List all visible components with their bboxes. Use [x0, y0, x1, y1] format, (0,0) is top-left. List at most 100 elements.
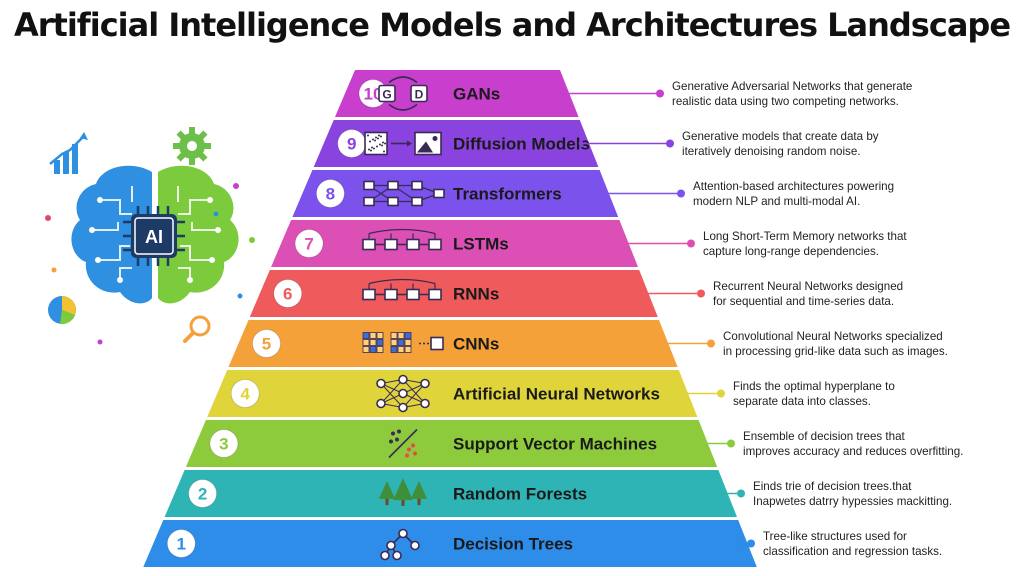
brain-icon: [71, 165, 239, 304]
connector-end-dot: [656, 89, 664, 98]
description-line: realistic data using two competing netwo…: [672, 94, 899, 108]
connector-end-dot: [687, 239, 695, 248]
description-line: separate data into classes.: [733, 394, 871, 408]
layer-number-badge: [251, 329, 281, 358]
ai-chip-icon: AI: [123, 206, 185, 266]
connector-start-dot: [618, 241, 624, 246]
layer-band: [271, 220, 639, 267]
layer-description: Generative Adversarial Networks that gen…: [672, 79, 912, 109]
layer-band: [249, 270, 658, 317]
layer-name: Artificial Neural Networks: [453, 385, 660, 404]
svm-icon: [388, 428, 418, 459]
bar-chart-icon: [49, 132, 88, 174]
pyramid-layer-9: 9 Diffusion Models: [313, 120, 674, 167]
layer-name: GANs: [453, 85, 500, 104]
layer-number-badge: [188, 479, 218, 508]
transformer-icon: [363, 180, 445, 207]
layer-name: CNNs: [453, 335, 499, 354]
discriminator-label: D: [415, 88, 424, 102]
layer-number-badge: [273, 279, 303, 308]
description-line: Finds the optimal hyperplane to: [733, 379, 895, 393]
lstm-icon: [362, 228, 442, 251]
connector-start-dot: [697, 441, 703, 446]
layer-number: 2: [198, 485, 207, 504]
layer-number: 10: [364, 85, 383, 104]
diffusion-icon: [364, 131, 442, 156]
tree-icon: [380, 528, 420, 561]
description-line: Attention-based architectures powering: [693, 179, 895, 193]
layer-number: 7: [304, 235, 313, 254]
layer-number-badge: [294, 229, 324, 258]
description-line: improves accuracy and reduces overfittin…: [743, 444, 964, 458]
layer-band: [334, 70, 579, 117]
forest-icon: [378, 478, 428, 506]
rnn-icon: [362, 278, 442, 301]
description-line: Convolutional Neural Networks specialize…: [723, 329, 943, 343]
cnn-icon: [362, 332, 444, 353]
layer-name: LSTMs: [453, 235, 509, 254]
description-line: modern NLP and multi-modal AI.: [693, 194, 861, 208]
layer-band: [185, 420, 718, 467]
layer-name: Decision Trees: [453, 535, 573, 554]
connector-start-dot: [638, 291, 644, 296]
page-title: Artificial Intelligence Models and Archi…: [13, 6, 1011, 44]
layer-name: Support Vector Machines: [453, 435, 657, 454]
connector-end-dot: [747, 539, 755, 548]
connector-start-dot: [737, 541, 743, 546]
description-line: classification and regression tasks.: [763, 544, 943, 558]
description-line: Recurrent Neural Networks designed: [713, 279, 904, 293]
connector-end-dot: [666, 139, 674, 148]
pyramid-layer-8: 8 Transformers: [292, 170, 685, 217]
ann-icon: [376, 374, 430, 413]
layer-band: [207, 370, 698, 417]
connector-end-dot: [677, 189, 685, 198]
description-line: capture long-range dependencies.: [703, 244, 879, 258]
pyramid-layer-5: 5 CNNs: [228, 320, 715, 367]
layer-number: 8: [326, 185, 335, 204]
connector-start-dot: [677, 391, 683, 396]
layer-number-badge: [230, 379, 260, 408]
description-line: Einds trie of decision trees.that: [753, 479, 912, 493]
connector-start-dot: [657, 341, 663, 346]
layer-number: 5: [262, 335, 271, 354]
description-line: Generative models that create data by: [682, 129, 879, 143]
layer-band: [228, 320, 678, 367]
connector-end-dot: [737, 489, 745, 498]
pyramid-layer-7: 7 LSTMs: [271, 220, 695, 267]
description-line: Long Short-Term Memory networks that: [703, 229, 907, 243]
description-line: for sequential and time-series data.: [713, 294, 895, 308]
description-line: Generative Adversarial Networks that gen…: [672, 79, 913, 93]
connector-end-dot: [697, 289, 705, 298]
decorative-dots: [45, 183, 255, 345]
connector-end-dot: [707, 339, 715, 348]
description-line: in processing grid-like data such as ima…: [723, 344, 948, 358]
layer-number-badge: [209, 429, 239, 458]
connector-start-dot: [558, 91, 564, 96]
layer-name: Diffusion Models: [453, 135, 590, 154]
layer-number: 1: [177, 535, 186, 554]
description-line: Tree-like structures used for: [763, 529, 907, 543]
gear-icon: [173, 127, 211, 165]
ai-chip-label: AI: [145, 227, 163, 247]
layer-name: RNNs: [453, 285, 499, 304]
ai-brain-illustration: AI: [45, 127, 255, 345]
pie-chart-icon: [48, 296, 76, 325]
layer-name: Transformers: [453, 185, 562, 204]
connector-end-dot: [727, 439, 735, 448]
layer-number-badge: [166, 529, 196, 558]
connector-end-dot: [717, 389, 725, 398]
layer-number: 9: [347, 135, 356, 154]
layer-band: [143, 520, 757, 567]
layer-band: [164, 470, 738, 517]
